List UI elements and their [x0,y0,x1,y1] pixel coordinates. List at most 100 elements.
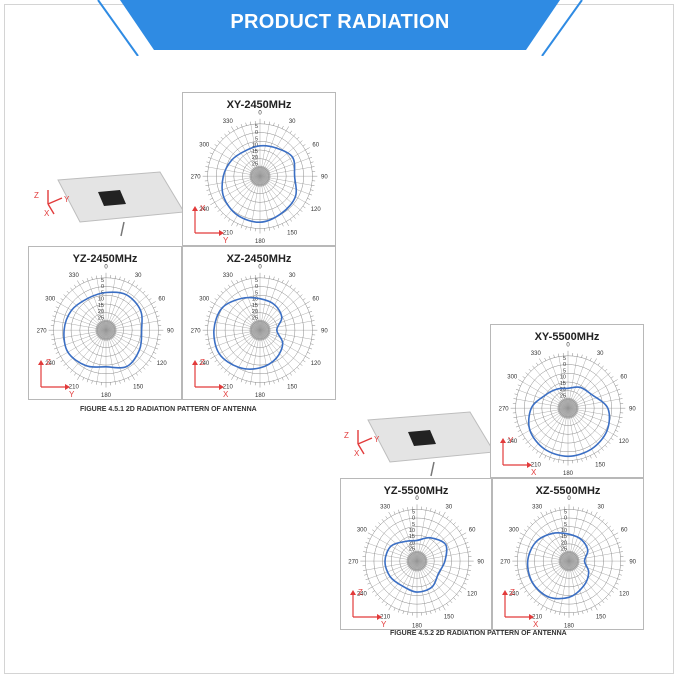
tick-mark [548,457,551,461]
radial-label: 25 [560,393,566,399]
tick-mark [296,367,300,370]
radial-label: 0 [255,284,258,290]
tick-mark [231,126,235,131]
radial-label: 5 [255,290,258,296]
radial-label: 20 [98,309,104,315]
tick-mark [453,597,456,600]
tick-mark [465,542,469,544]
angle-label: 270 [500,560,511,566]
tick-mark [209,198,213,200]
tick-mark [398,509,400,513]
tick-mark [544,455,547,459]
radial-label: 25 [409,547,415,553]
tick-mark [205,185,209,187]
tick-mark [214,205,218,209]
tick-mark [446,603,449,607]
panel-title: YZ-5500MHz [383,485,449,497]
tick-mark [528,368,532,372]
tick-mark [604,368,608,372]
angle-label: 270 [191,329,202,335]
banner-shape [120,0,560,50]
radial-label: 5 [563,368,566,374]
angle-label: 120 [311,207,322,213]
axis-label-vertical: Y [508,436,514,445]
tick-mark [293,287,296,291]
tick-mark [367,582,371,585]
tick-mark [517,542,521,544]
tick-mark [268,227,270,231]
angle-label: 330 [223,273,234,279]
tick-mark [86,379,89,383]
tick-mark [525,441,529,444]
tick-mark [127,279,130,283]
angle-label: 300 [199,142,210,148]
tick-mark [537,516,540,519]
tick-mark [310,315,314,317]
tick-mark [367,537,371,540]
board-label-z: Z [34,191,39,200]
tick-mark [285,221,289,226]
tick-mark [245,122,247,126]
tick-mark [245,380,247,384]
tick-mark [250,381,252,385]
tick-mark [516,546,520,548]
angle-label: 150 [595,462,606,468]
tick-mark [516,574,520,576]
radial-label: 5 [412,522,415,528]
angle-label: 120 [311,361,322,367]
tick-mark [305,356,310,360]
tick-mark [548,356,551,360]
page-title: PRODUCT RADIATION [230,11,450,33]
tick-mark [594,511,598,517]
radiation-pattern-curve [221,144,298,224]
tick-mark [601,448,604,451]
tick-mark [53,310,57,313]
tick-mark [532,448,535,451]
axis-arrowhead [219,230,224,236]
tick-mark [228,218,231,222]
axis-arrowhead [377,614,382,620]
tick-mark [205,339,209,341]
axis-arrowhead [502,590,508,595]
tick-mark [593,358,597,363]
tick-mark [604,445,608,448]
tick-mark [613,586,619,590]
tick-mark [309,156,313,159]
angle-label: 210 [532,615,543,621]
tick-mark [593,453,597,458]
tick-mark [74,284,77,288]
tick-mark [585,457,588,461]
tick-mark [607,441,611,444]
tick-mark [56,301,61,305]
axis-label-horizontal: Y [223,236,229,245]
tick-mark [608,594,612,597]
angle-label: 60 [469,528,476,534]
axis-label-horizontal: Y [69,390,75,399]
tick-mark [519,582,523,585]
tick-mark [214,359,218,363]
angle-label: 270 [348,560,359,566]
board-axis-y [357,437,373,445]
radial-label: 5 [255,136,258,142]
angle-label: 150 [287,230,298,236]
angle-label: 90 [321,329,328,335]
tick-mark [231,221,235,226]
tick-mark [60,298,64,301]
tick-mark [385,603,388,607]
tick-mark [273,122,275,126]
angle-label: 0 [258,110,262,116]
angle-label: 120 [157,361,168,367]
tick-mark [268,121,270,125]
tick-mark [577,507,579,511]
tick-mark [299,140,303,143]
tick-mark [518,434,523,438]
tick-mark [581,458,583,462]
tick-mark [70,287,73,291]
tick-mark [63,363,67,366]
tick-mark [310,189,314,191]
tick-mark [364,574,368,576]
board-label-x: X [44,209,50,218]
angle-label: 150 [287,384,298,390]
radiation-pattern-curve [526,531,590,600]
center-shade [557,397,579,419]
